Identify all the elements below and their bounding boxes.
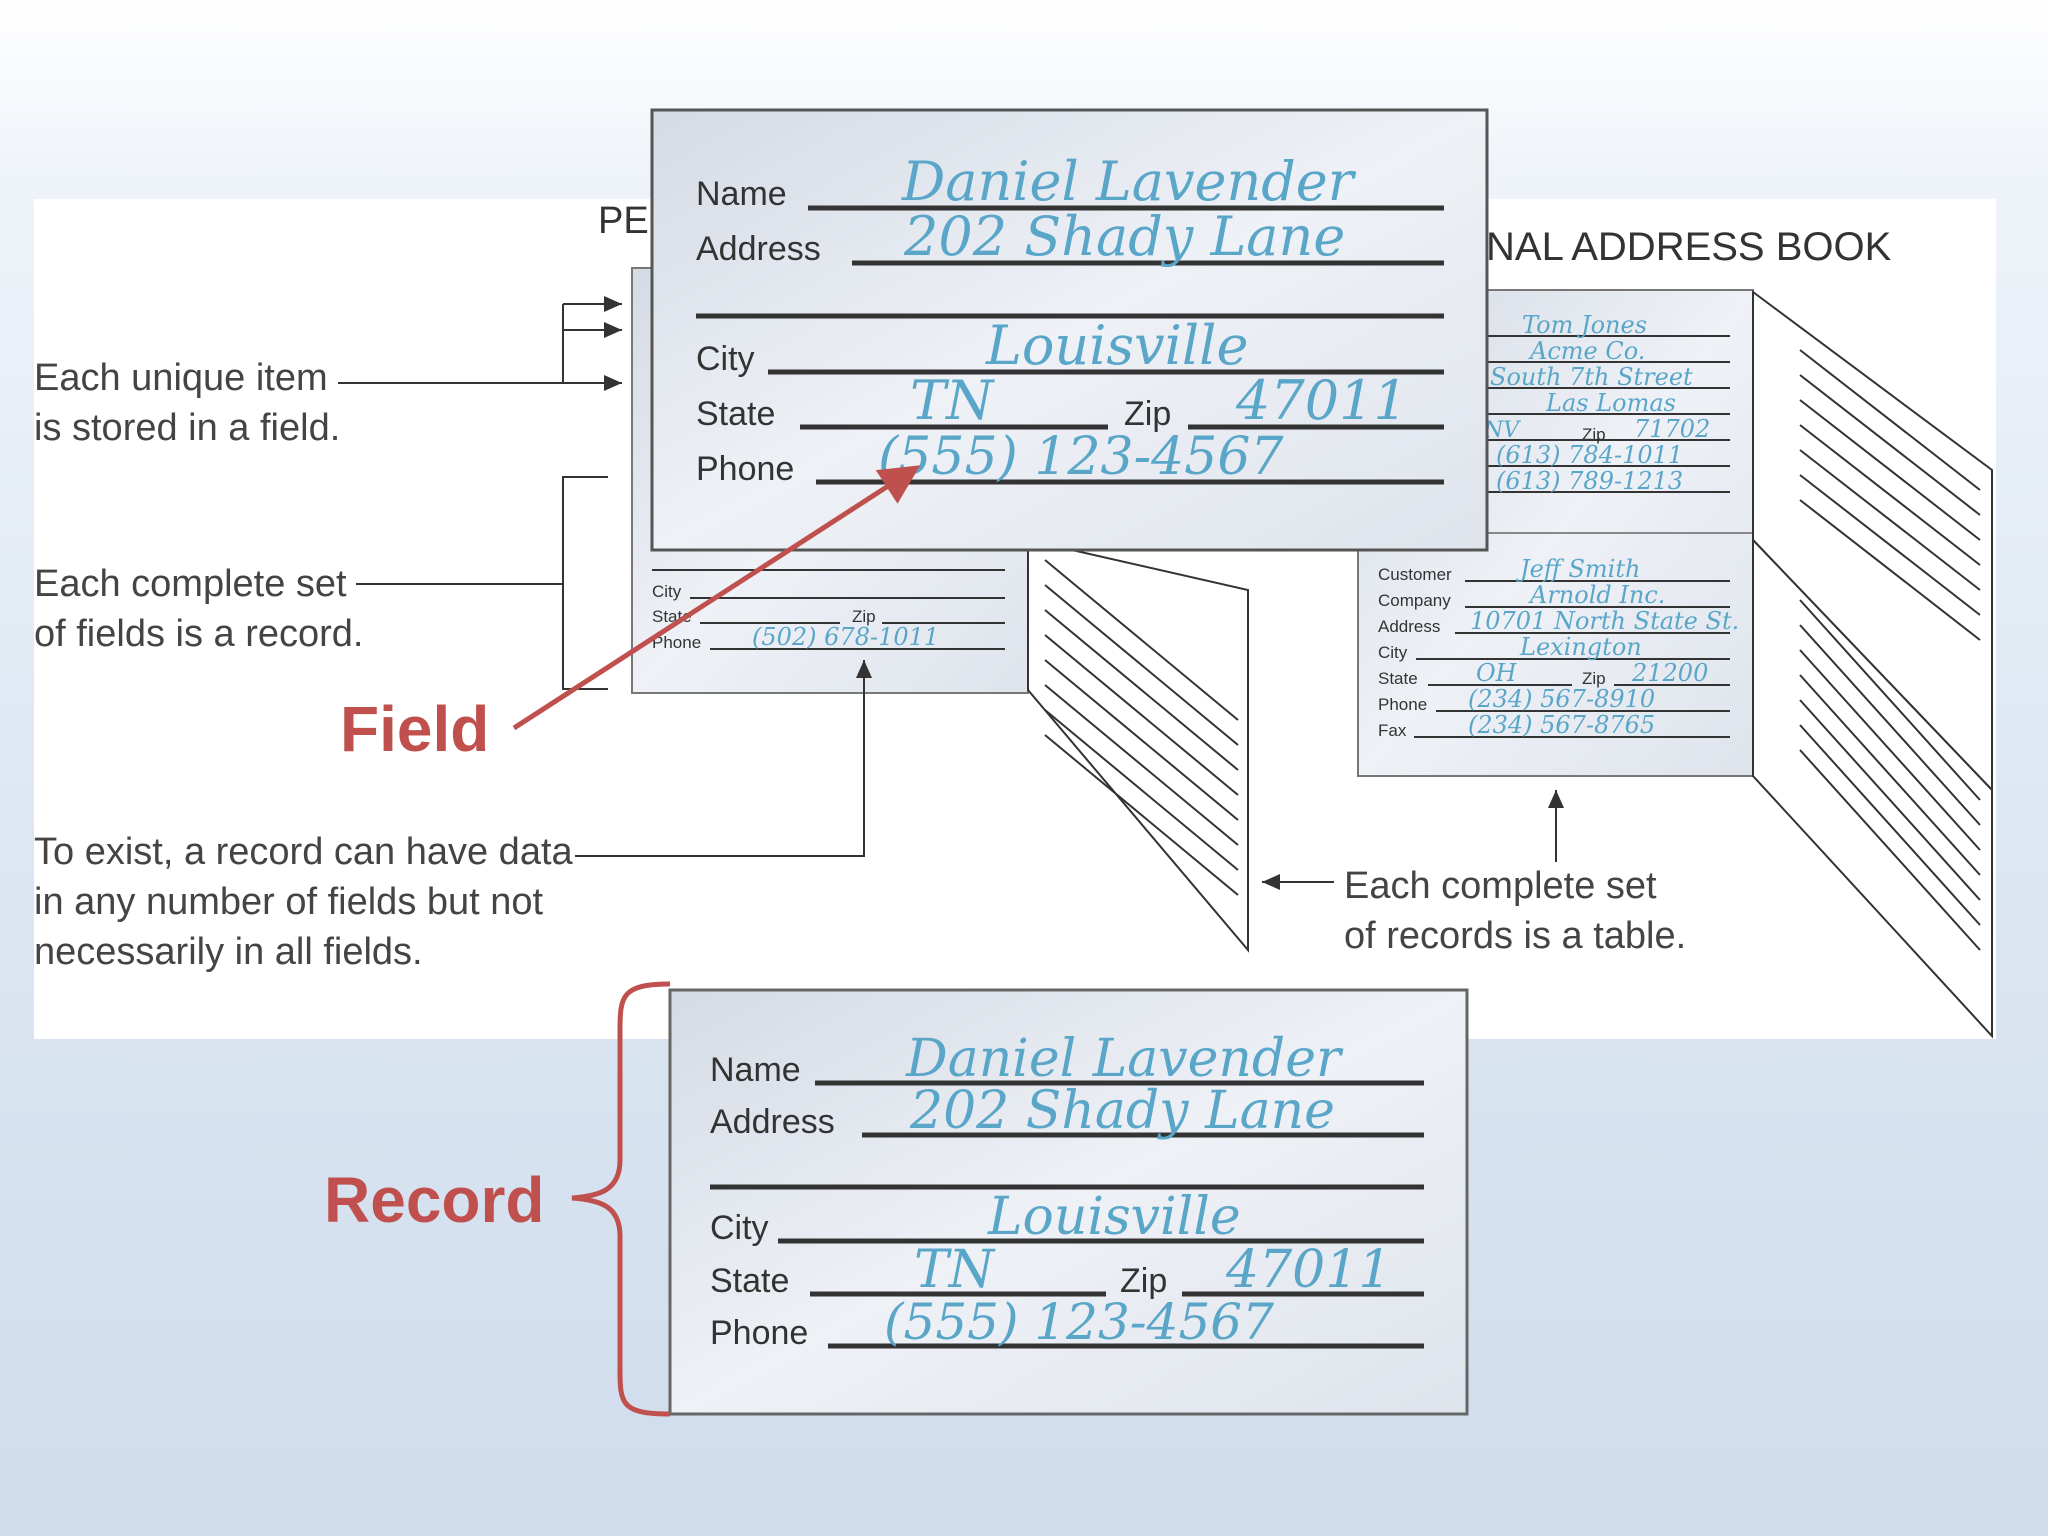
record-card-address-label: Address — [710, 1103, 835, 1141]
card-phone-value: (555) 123-4567 — [878, 427, 1284, 487]
caption-field-line1: Each unique item — [34, 357, 328, 399]
top-record-address: South 7th Street — [1490, 363, 1693, 391]
top-record-zip: 71702 — [1634, 415, 1710, 443]
exist-caption-group: To exist, a record can have data in any … — [34, 660, 872, 973]
card-name-label: Name — [696, 175, 787, 213]
bottom-record-customer: Jeff Smith — [1515, 555, 1640, 583]
record-card-phone-value: (555) 123-4567 — [884, 1293, 1274, 1351]
record-card-address-value: 202 Shady Lane — [909, 1081, 1335, 1141]
book-title-left: PE — [598, 200, 649, 242]
field-caption-group: Each unique item is stored in a field. — [34, 296, 622, 449]
record-callout: Record — [324, 981, 671, 1417]
card-zip-value: 47011 — [1235, 369, 1408, 432]
caption-table-line2: of records is a table. — [1344, 915, 1686, 957]
left-card-phone-value: (502) 678-1011 — [752, 623, 939, 651]
bottom-record-company: Arnold Inc. — [1528, 581, 1665, 609]
bottom-record-city-label: City — [1378, 643, 1408, 662]
card-state-value: TN — [910, 369, 995, 432]
caption-table-line1: Each complete set — [1344, 865, 1657, 907]
record-example-card: Name Daniel Lavender Address 202 Shady L… — [668, 988, 1469, 1416]
top-record-state: NV — [1483, 418, 1521, 443]
field-callout-label: Field — [340, 693, 489, 765]
card-zip-label: Zip — [1124, 395, 1171, 433]
top-record-company: Acme Co. — [1528, 337, 1645, 365]
bottom-record-fax: (234) 567-8765 — [1468, 711, 1655, 739]
card-address-label: Address — [696, 230, 821, 268]
top-record-zip-label: Zip — [1582, 425, 1606, 444]
left-card-city-label: City — [652, 582, 682, 601]
table-caption-group: Each complete set of records is a table. — [1262, 790, 1686, 957]
right-page-lines — [1799, 349, 1981, 951]
bottom-record-city: Lexington — [1519, 633, 1642, 661]
right-top-record: Tom Jones Acme Co. South 7th Street Las … — [1480, 311, 1730, 495]
record-card-state-value: TN — [914, 1240, 996, 1300]
zoomed-record-card: Name Daniel Lavender Address 202 Shady L… — [650, 108, 1489, 552]
caption-record-line2: of fields is a record. — [34, 613, 363, 655]
bottom-record-zip: 21200 — [1631, 659, 1708, 687]
record-card-city-value: Louisville — [987, 1187, 1241, 1247]
top-record-phone: (613) 784-1011 — [1496, 441, 1683, 469]
card-city-value: Louisville — [985, 314, 1248, 377]
record-brace — [571, 981, 671, 1417]
left-page-lines — [1044, 559, 1239, 896]
record-card-state-label: State — [710, 1262, 789, 1300]
field-callout: Field — [340, 465, 921, 765]
card-name-value: Daniel Lavender — [901, 150, 1357, 213]
left-card-phone-label: Phone — [652, 633, 701, 652]
bottom-record-address: 10701 North State St. — [1470, 607, 1739, 635]
record-card-zip-value: 47011 — [1225, 1240, 1391, 1300]
card-city-label: City — [696, 340, 755, 378]
right-bottom-record: Customer Jeff Smith Company Arnold Inc. … — [1378, 555, 1739, 740]
top-record-fax: (613) 789-1213 — [1496, 467, 1683, 495]
caption-exist-line3: necessarily in all fields. — [34, 931, 423, 973]
top-record-customer: Tom Jones — [1522, 311, 1647, 339]
caption-exist-line2: in any number of fields but not — [34, 881, 544, 923]
card-address-value: 202 Shady Lane — [903, 205, 1345, 268]
record-callout-label: Record — [324, 1164, 545, 1236]
bottom-record-customer-label: Customer — [1378, 565, 1452, 584]
bottom-record-zip-label: Zip — [1582, 669, 1606, 688]
bottom-record-company-label: Company — [1378, 591, 1451, 610]
record-card-name-label: Name — [710, 1051, 801, 1089]
caption-exist-line1: To exist, a record can have data — [34, 831, 574, 873]
record-card-phone-label: Phone — [710, 1314, 808, 1352]
bottom-record-state: OH — [1476, 659, 1518, 687]
record-card-name-value: Daniel Lavender — [905, 1029, 1344, 1089]
bottom-record-phone-label: Phone — [1378, 695, 1427, 714]
record-caption-group: Each complete set of fields is a record. — [34, 476, 608, 690]
bottom-record-state-label: State — [1378, 669, 1418, 688]
card-phone-label: Phone — [696, 450, 794, 488]
card-state-label: State — [696, 395, 775, 433]
caption-field-line2: is stored in a field. — [34, 407, 340, 449]
bottom-record-phone: (234) 567-8910 — [1468, 685, 1655, 713]
book-title-right: NAL ADDRESS BOOK — [1486, 225, 1892, 269]
record-card-zip-label: Zip — [1120, 1262, 1167, 1300]
bottom-record-fax-label: Fax — [1378, 721, 1407, 740]
top-record-city: Las Lomas — [1545, 389, 1676, 417]
left-card-zip-label: Zip — [852, 607, 876, 626]
record-card-city-label: City — [710, 1209, 769, 1247]
bottom-record-address-label: Address — [1378, 617, 1440, 636]
caption-record-line1: Each complete set — [34, 563, 347, 605]
